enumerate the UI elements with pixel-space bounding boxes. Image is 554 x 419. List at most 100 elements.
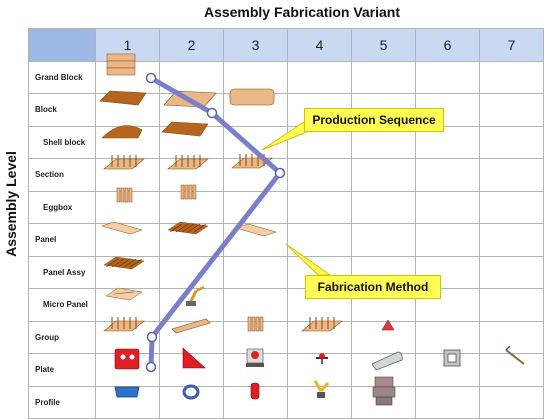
col-header: 4 — [287, 28, 352, 62]
matrix-cell — [223, 353, 288, 387]
matrix-row: Section — [28, 158, 544, 192]
matrix-cell — [223, 125, 288, 159]
matrix-cell — [159, 288, 224, 322]
col-header: 1 — [95, 28, 160, 62]
row-label: Eggbox — [28, 190, 96, 224]
matrix-cell — [223, 158, 288, 192]
row-label: Micro Panel — [28, 288, 96, 322]
matrix-cell — [287, 353, 352, 387]
col-header: 7 — [479, 28, 544, 62]
matrix-cell — [479, 353, 544, 387]
matrix-cell — [159, 125, 224, 159]
matrix-cell — [479, 158, 544, 192]
matrix-cell — [351, 223, 416, 257]
matrix-cell — [95, 223, 160, 257]
matrix-row: Block — [28, 93, 544, 127]
diagram-title: Assembly Fabrication Variant — [203, 4, 401, 20]
matrix-cell — [415, 60, 480, 94]
matrix-cell — [287, 60, 352, 94]
matrix-row: Grand Block — [28, 60, 544, 94]
matrix-row: Panel — [28, 223, 544, 257]
matrix-cell — [95, 190, 160, 224]
matrix-cell — [223, 93, 288, 127]
matrix-cell — [223, 288, 288, 322]
matrix-cell — [287, 320, 352, 354]
matrix-cell — [351, 385, 416, 419]
matrix-cell — [351, 190, 416, 224]
row-label: Panel Assy — [28, 255, 96, 289]
matrix-cell — [159, 93, 224, 127]
col-header: 5 — [351, 28, 416, 62]
row-label: Shell block — [28, 125, 96, 159]
row-label: Section — [28, 158, 96, 192]
matrix-cell — [351, 320, 416, 354]
matrix-cell — [223, 190, 288, 224]
matrix-cell — [159, 158, 224, 192]
matrix-cell — [223, 320, 288, 354]
matrix-cell — [479, 385, 544, 419]
row-label: Panel — [28, 223, 96, 257]
matrix-cell — [159, 60, 224, 94]
matrix-cell — [159, 190, 224, 224]
row-label: Grand Block — [28, 60, 96, 94]
matrix-cell — [159, 255, 224, 289]
matrix-cell — [479, 288, 544, 322]
matrix-cell — [159, 353, 224, 387]
matrix-row: Plate — [28, 353, 544, 387]
matrix-row: Micro Panel — [28, 288, 544, 322]
y-axis-label: Assembly Level — [3, 151, 19, 257]
matrix-cell — [351, 158, 416, 192]
callout-production-sequence: Production Sequence — [304, 108, 444, 132]
matrix-row: Group — [28, 320, 544, 354]
matrix-cell — [223, 255, 288, 289]
matrix-cell — [479, 320, 544, 354]
matrix-cell — [287, 385, 352, 419]
matrix-cell — [287, 158, 352, 192]
row-label: Group — [28, 320, 96, 354]
matrix-cell — [479, 190, 544, 224]
matrix-cell — [159, 385, 224, 419]
matrix-cell — [415, 158, 480, 192]
matrix-cell — [223, 60, 288, 94]
matrix-cell — [95, 320, 160, 354]
matrix-row: Panel Assy — [28, 255, 544, 289]
matrix-cell — [415, 353, 480, 387]
matrix-cell — [479, 125, 544, 159]
matrix-cell — [159, 320, 224, 354]
col-header: 3 — [223, 28, 288, 62]
matrix-cell — [95, 158, 160, 192]
matrix-cell — [479, 255, 544, 289]
matrix-row: Eggbox — [28, 190, 544, 224]
matrix-cell — [95, 353, 160, 387]
matrix-cell — [415, 320, 480, 354]
matrix-cell — [95, 385, 160, 419]
matrix-cell — [351, 60, 416, 94]
callout-fabrication-method: Fabrication Method — [305, 275, 441, 299]
matrix-cell — [479, 93, 544, 127]
matrix-cell — [479, 60, 544, 94]
matrix-cell — [95, 255, 160, 289]
matrix-cell — [95, 60, 160, 94]
matrix-cell — [223, 385, 288, 419]
matrix-cell — [159, 223, 224, 257]
row-label: Plate — [28, 353, 96, 387]
matrix-cell — [351, 353, 416, 387]
matrix-cell — [95, 288, 160, 322]
matrix-cell — [479, 223, 544, 257]
col-header: 2 — [159, 28, 224, 62]
matrix-cell — [95, 125, 160, 159]
matrix-cell — [287, 223, 352, 257]
matrix-cell — [223, 223, 288, 257]
matrix-cell — [415, 385, 480, 419]
row-label: Profile — [28, 385, 96, 419]
matrix-cell — [415, 223, 480, 257]
matrix-cell — [287, 190, 352, 224]
matrix-row: Shell block — [28, 125, 544, 159]
matrix-cell — [415, 190, 480, 224]
row-label: Block — [28, 93, 96, 127]
corner-cell — [28, 28, 96, 62]
col-header: 6 — [415, 28, 480, 62]
matrix-cell — [95, 93, 160, 127]
matrix-row: Profile — [28, 385, 544, 419]
